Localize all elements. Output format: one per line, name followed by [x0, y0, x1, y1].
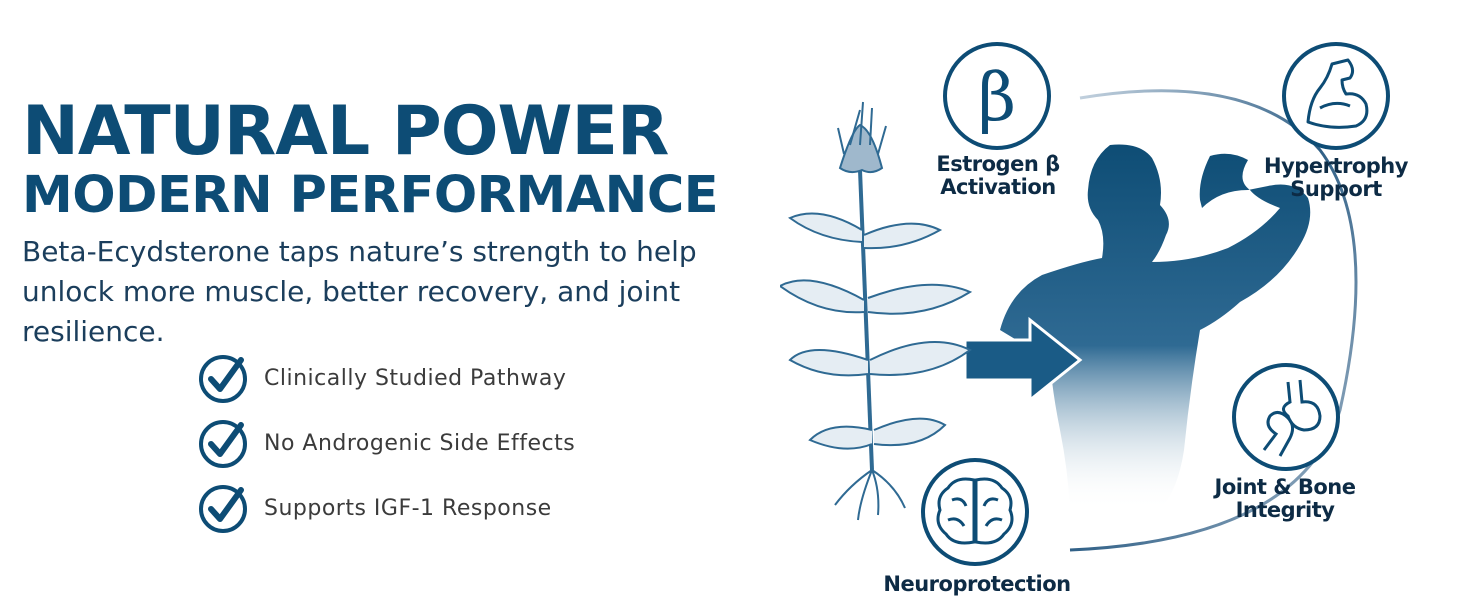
badge-estrogen-beta: β — [943, 42, 1051, 150]
connector-arc — [1069, 89, 1358, 552]
plant-illustration — [780, 101, 973, 521]
benefit-label: Supports IGF-1 Response — [264, 495, 552, 521]
benefit-label: Clinically Studied Pathway — [264, 365, 567, 391]
arrow — [963, 316, 1083, 404]
illustration: β — [780, 42, 1390, 566]
badge-neuroprotection — [921, 458, 1029, 566]
badge-hypertrophy — [1282, 42, 1390, 150]
description: Beta-Ecydsterone taps nature’s strength … — [22, 235, 697, 348]
flexed-arm-icon — [1306, 58, 1369, 129]
checkmark-circle-icon — [199, 485, 247, 533]
checkmark-circle-icon — [199, 420, 247, 468]
benefit-list: Clinically Studied Pathway No Androgenic… — [197, 352, 575, 547]
badge-joint-bone — [1232, 363, 1340, 471]
human-silhouette — [1000, 144, 1311, 510]
badge-neuro-label: Neuroprotection — [883, 572, 1071, 596]
badge-hypertrophy-label: Hypertrophy Support — [1264, 154, 1408, 201]
benefit-item: Supports IGF-1 Response — [197, 482, 575, 534]
headline: NATURAL POWER MODERN PERFORMANCE — [22, 92, 719, 225]
benefit-item: Clinically Studied Pathway — [197, 352, 575, 404]
benefit-item: No Androgenic Side Effects — [197, 417, 575, 469]
brain-icon — [936, 477, 1014, 545]
badge-joint-label: Joint & Bone Integrity — [1214, 475, 1357, 522]
headline-line-1: NATURAL POWER — [22, 92, 669, 171]
bone-joint-icon — [1262, 379, 1322, 457]
headline-line-2: MODERN PERFORMANCE — [22, 166, 719, 225]
badge-estrogen-label: Estrogen β Activation — [936, 152, 1060, 199]
benefit-label: No Androgenic Side Effects — [264, 430, 576, 456]
checkmark-circle-icon — [199, 355, 247, 403]
beta-symbol-icon: β — [978, 59, 1016, 136]
